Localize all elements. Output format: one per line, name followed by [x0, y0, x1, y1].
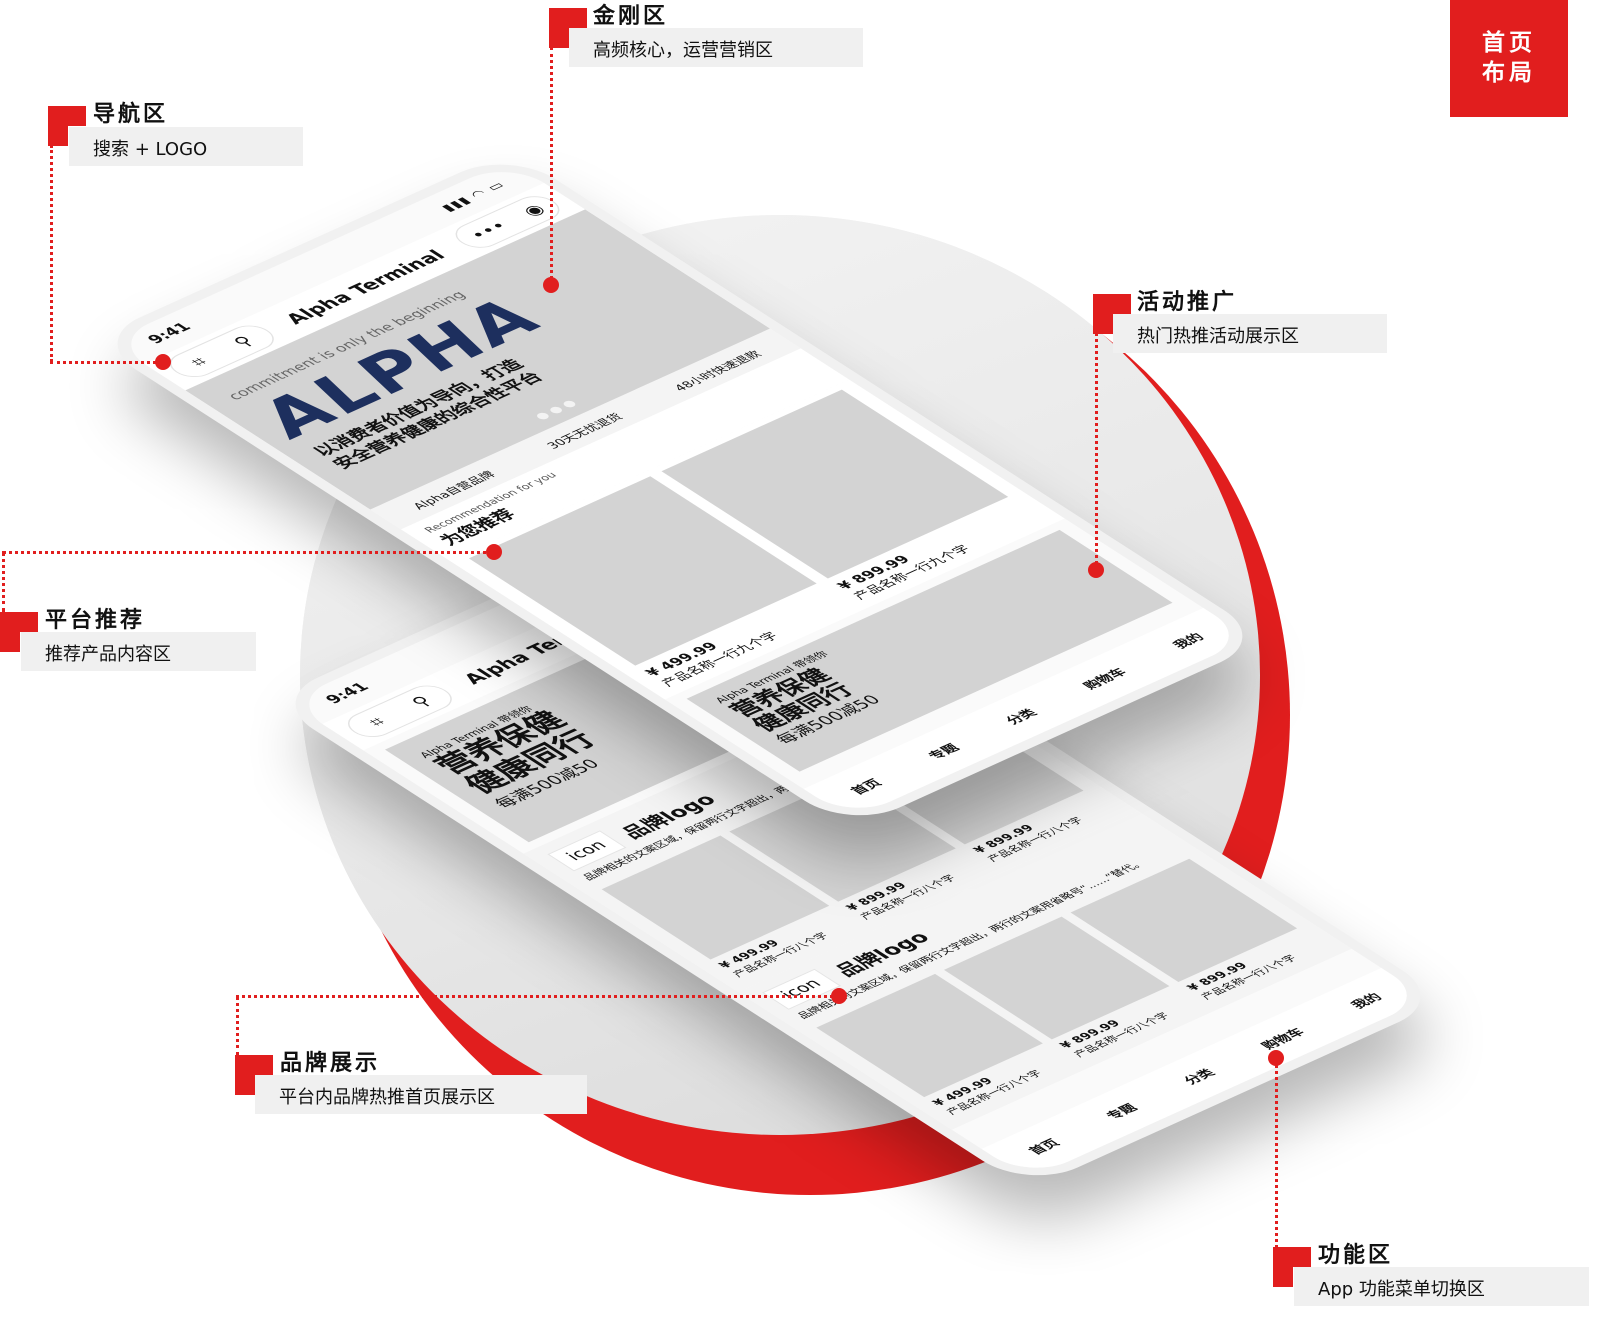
annotation-subtitle: 推荐产品内容区: [21, 632, 256, 671]
marker-dot: [155, 354, 171, 370]
tab-home[interactable]: 首页: [1025, 1137, 1064, 1157]
leader-line: [2, 552, 5, 612]
close-target-icon[interactable]: ◉: [517, 200, 551, 220]
annotation-title: 导航区: [93, 102, 169, 127]
page-badge: 首页布局: [1450, 0, 1568, 117]
tab-mine[interactable]: 我的: [1169, 631, 1208, 651]
badge-line: 首页: [1482, 30, 1536, 56]
tab-category[interactable]: 分类: [1180, 1066, 1219, 1087]
time: 9:41: [143, 320, 196, 347]
annotation-subtitle: 搜索 + LOGO: [69, 127, 303, 166]
tab-cart[interactable]: 购物车: [1257, 1026, 1309, 1052]
marker-dot: [543, 277, 559, 293]
leader-line: [50, 361, 163, 364]
tab-topics[interactable]: 专题: [924, 741, 963, 762]
search-icon[interactable]: ⚲: [228, 332, 259, 351]
leader-line: [550, 47, 553, 285]
tab-topics[interactable]: 专题: [1102, 1101, 1141, 1122]
badge-line: 布局: [1482, 60, 1536, 86]
scan-icon[interactable]: ⌗: [362, 713, 391, 730]
annotation-subtitle: 高频核心，运营营销区: [569, 28, 863, 67]
marker-dot: [1268, 1050, 1284, 1066]
annotation-title: 平台推荐: [45, 608, 146, 633]
tab-home[interactable]: 首页: [847, 777, 886, 797]
tab-category[interactable]: 分类: [1002, 706, 1041, 727]
leader-line: [1095, 333, 1098, 570]
annotation-subtitle: 平台内品牌热推首页展示区: [255, 1075, 587, 1114]
marker-dot: [831, 988, 847, 1004]
annotation-subtitle: 热门热推活动展示区: [1113, 314, 1387, 353]
annotation-title: 活动推广: [1137, 290, 1238, 315]
tab-cart[interactable]: 购物车: [1079, 666, 1131, 692]
leader-line: [236, 995, 839, 998]
annotation-subtitle: App 功能菜单切换区: [1294, 1267, 1589, 1306]
search-icon[interactable]: ⚲: [406, 692, 437, 711]
time: 9:41: [321, 680, 374, 707]
leader-line: [50, 145, 53, 362]
annotation-title: 功能区: [1318, 1243, 1394, 1268]
marker-dot: [486, 544, 502, 560]
scan-icon[interactable]: ⌗: [184, 353, 213, 370]
leader-line: [236, 996, 239, 1056]
annotation-title: 品牌展示: [280, 1051, 381, 1076]
leader-line: [2, 551, 494, 554]
marker-dot: [1088, 562, 1104, 578]
tab-mine[interactable]: 我的: [1347, 991, 1386, 1011]
leader-line: [1275, 1058, 1278, 1248]
annotation-title: 金刚区: [593, 4, 669, 29]
more-icon[interactable]: •••: [464, 217, 513, 244]
